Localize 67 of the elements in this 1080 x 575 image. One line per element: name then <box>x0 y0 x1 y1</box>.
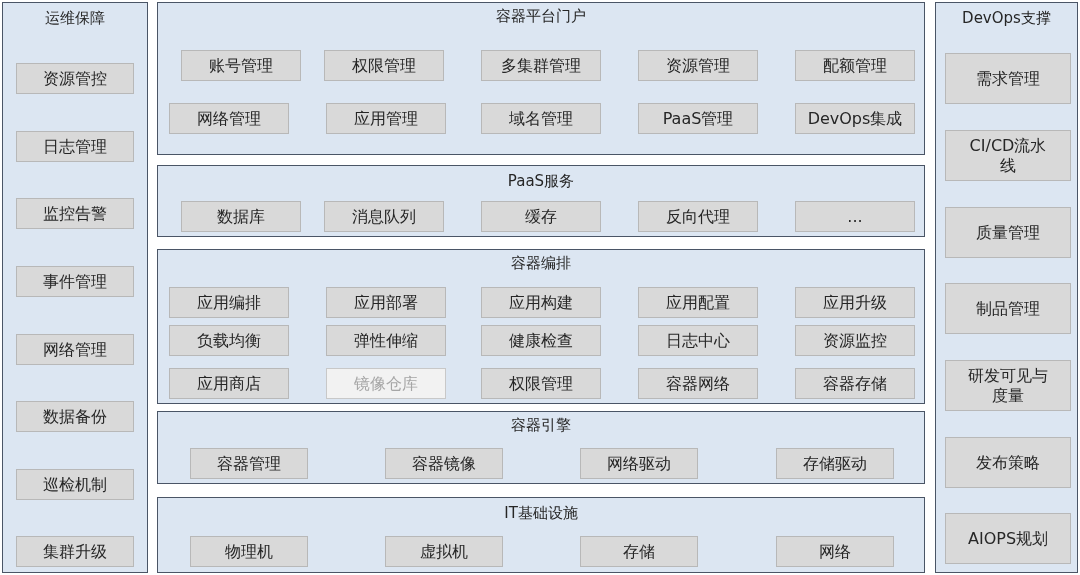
disabled-module-box: 镜像仓库 <box>326 368 446 399</box>
module-box: 应用构建 <box>481 287 601 318</box>
module-box: 容器镜像 <box>385 448 503 479</box>
layer-panel <box>157 249 925 404</box>
layer-panel <box>157 497 925 573</box>
layer-panel <box>157 411 925 484</box>
module-box: 日志管理 <box>16 131 134 162</box>
module-box: 消息队列 <box>324 201 444 232</box>
module-box: 多集群管理 <box>481 50 601 81</box>
module-box: 缓存 <box>481 201 601 232</box>
module-box: 应用部署 <box>326 287 446 318</box>
module-box: 物理机 <box>190 536 308 567</box>
module-box: 网络 <box>776 536 894 567</box>
layer-panel <box>157 2 925 155</box>
module-box: PaaS管理 <box>638 103 758 134</box>
module-box: 监控告警 <box>16 198 134 229</box>
module-box: 弹性伸缩 <box>326 325 446 356</box>
module-box: 负载均衡 <box>169 325 289 356</box>
layer-panel <box>157 165 925 237</box>
panel-title: DevOps支撑 <box>962 9 1051 28</box>
module-box: 应用编排 <box>169 287 289 318</box>
module-box: 制品管理 <box>945 283 1071 334</box>
module-box: 健康检查 <box>481 325 601 356</box>
module-box: 日志中心 <box>638 325 758 356</box>
module-box: DevOps集成 <box>795 103 915 134</box>
module-box: 需求管理 <box>945 53 1071 104</box>
module-box: 配额管理 <box>795 50 915 81</box>
module-box: 容器存储 <box>795 368 915 399</box>
module-box: 网络驱动 <box>580 448 698 479</box>
module-box: CI/CD流水线 <box>945 130 1071 181</box>
module-box: ... <box>795 201 915 232</box>
panel-title: 容器引擎 <box>511 416 571 435</box>
module-box: 网络管理 <box>16 334 134 365</box>
module-box: 应用配置 <box>638 287 758 318</box>
module-box: 反向代理 <box>638 201 758 232</box>
layer-panel <box>935 2 1078 573</box>
module-box: 存储驱动 <box>776 448 894 479</box>
module-box: 容器网络 <box>638 368 758 399</box>
module-box: 研发可见与度量 <box>945 360 1071 411</box>
module-box: 存储 <box>580 536 698 567</box>
module-box: 资源管理 <box>638 50 758 81</box>
module-box: 应用商店 <box>169 368 289 399</box>
module-box: 应用管理 <box>326 103 446 134</box>
layer-panel <box>2 2 148 573</box>
module-box: 巡检机制 <box>16 469 134 500</box>
panel-title: PaaS服务 <box>507 172 575 191</box>
module-box: 应用升级 <box>795 287 915 318</box>
module-box: 资源管控 <box>16 63 134 94</box>
panel-title: 容器编排 <box>511 254 571 273</box>
module-box: 事件管理 <box>16 266 134 297</box>
module-box: 容器管理 <box>190 448 308 479</box>
panel-title: 运维保障 <box>45 9 105 28</box>
module-box: AIOPS规划 <box>945 513 1071 564</box>
module-box: 质量管理 <box>945 207 1071 258</box>
panel-title: IT基础设施 <box>504 504 578 523</box>
panel-title: 容器平台门户 <box>496 7 586 26</box>
module-box: 资源监控 <box>795 325 915 356</box>
module-box: 虚拟机 <box>385 536 503 567</box>
module-box: 网络管理 <box>169 103 289 134</box>
module-box: 权限管理 <box>481 368 601 399</box>
module-box: 账号管理 <box>181 50 301 81</box>
module-box: 数据备份 <box>16 401 134 432</box>
module-box: 权限管理 <box>324 50 444 81</box>
module-box: 发布策略 <box>945 437 1071 488</box>
module-box: 域名管理 <box>481 103 601 134</box>
module-box: 数据库 <box>181 201 301 232</box>
module-box: 集群升级 <box>16 536 134 567</box>
